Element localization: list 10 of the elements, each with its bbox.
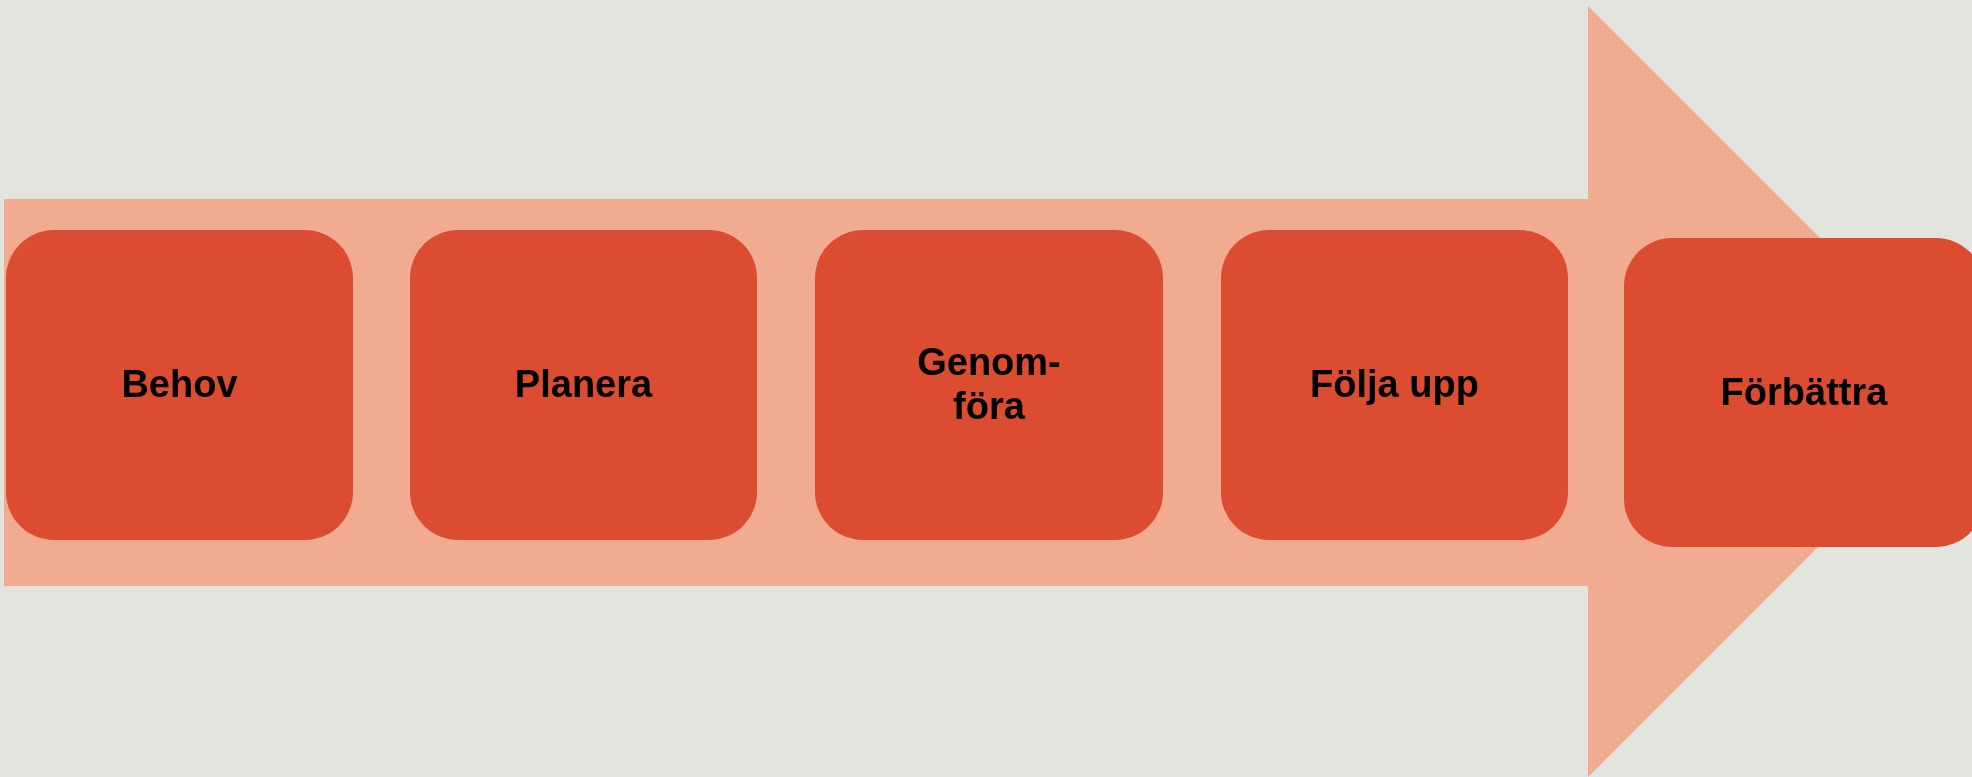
step-label: Planera	[514, 363, 653, 407]
process-box	[6, 230, 353, 540]
process-box	[1221, 230, 1568, 540]
step-label: Behov	[121, 363, 238, 407]
process-box	[1624, 238, 1972, 547]
process-box	[815, 230, 1163, 540]
step-label: Förbättra	[1720, 370, 1888, 415]
step-label: Följa upp	[1310, 363, 1479, 407]
process-box	[410, 230, 757, 540]
step-label: Genom-föra	[916, 341, 1062, 429]
